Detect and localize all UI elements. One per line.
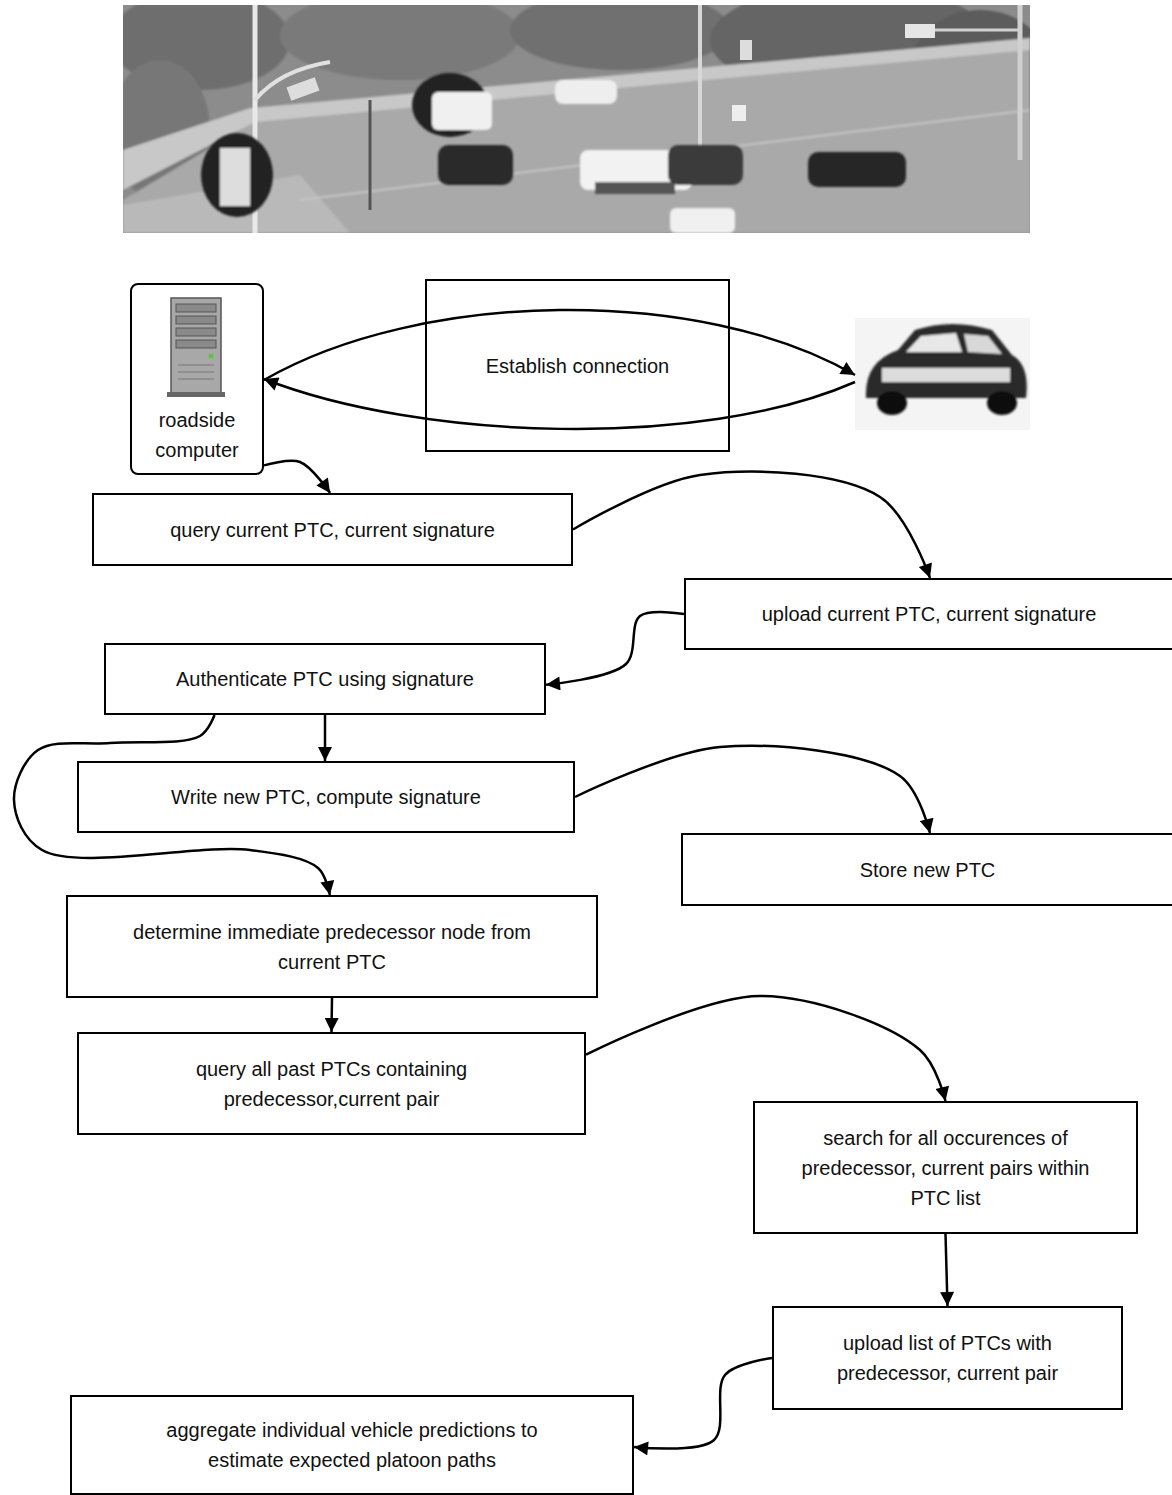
box-text: Store new PTC — [860, 855, 996, 885]
process-box: upload list of PTCs with predecessor, cu… — [772, 1306, 1123, 1410]
process-box: search for all occurences of predecessor… — [753, 1101, 1138, 1234]
box-text: aggregate individual vehicle predictions… — [147, 1415, 557, 1475]
road-photo — [123, 5, 1030, 233]
process-box: upload current PTC, current signature — [684, 578, 1172, 650]
process-box: query current PTC, current signature — [92, 493, 573, 566]
vehicle-image — [855, 318, 1030, 430]
process-box: aggregate individual vehicle predictions… — [70, 1395, 634, 1495]
server-icon — [167, 298, 225, 397]
box-text: Authenticate PTC using signature — [176, 664, 474, 694]
box-text: Write new PTC, compute signature — [171, 782, 481, 812]
process-box: determine immediate predecessor node fro… — [66, 895, 598, 998]
connection-box: Establish connection — [425, 279, 730, 452]
flow-arrow — [634, 1358, 772, 1449]
process-box: Write new PTC, compute signature — [77, 761, 575, 833]
flow-arrow — [575, 746, 930, 833]
flow-arrow — [264, 461, 330, 493]
box-text: upload list of PTCs with predecessor, cu… — [813, 1328, 1083, 1388]
connection-arrow — [264, 310, 855, 380]
flow-arrow — [946, 1234, 948, 1306]
box-text: roadside computer — [142, 405, 252, 465]
process-box: query all past PTCs containing predecess… — [77, 1032, 586, 1135]
connection-arrow — [264, 379, 855, 429]
flow-arrow — [324, 715, 327, 761]
process-box: Store new PTC — [681, 833, 1172, 906]
box-text: query current PTC, current signature — [170, 515, 495, 545]
box-text: determine immediate predecessor node fro… — [120, 917, 545, 977]
process-box: Authenticate PTC using signature — [104, 643, 546, 715]
box-text: upload current PTC, current signature — [762, 599, 1097, 629]
computer-box: roadside computer — [130, 283, 264, 475]
box-text: query all past PTCs containing predecess… — [162, 1054, 502, 1114]
flow-arrow — [573, 472, 930, 578]
box-text: search for all occurences of predecessor… — [796, 1123, 1096, 1213]
flow-arrow — [586, 996, 946, 1101]
flow-arrow — [546, 612, 684, 685]
flow-arrow — [330, 998, 333, 1032]
box-text: Establish connection — [486, 351, 669, 381]
